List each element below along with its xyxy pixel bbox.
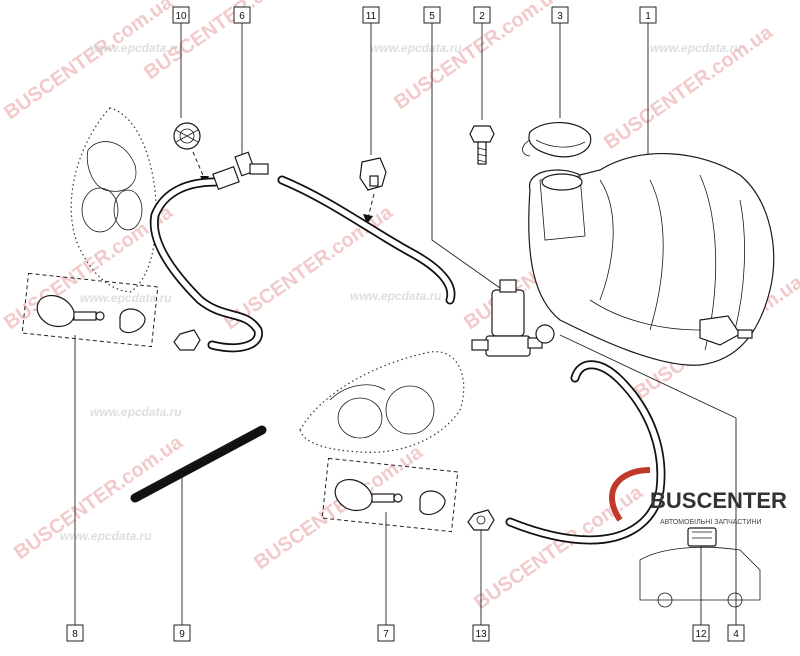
cap-part-3[interactable] xyxy=(522,121,592,158)
hose-part-6[interactable] xyxy=(149,151,269,353)
callout-12[interactable]: 12 xyxy=(692,624,710,642)
svg-text:8: 8 xyxy=(72,629,78,640)
logo-tagline: АВТОМОБІЛЬНІ ЗАПЧАСТИНИ xyxy=(660,519,761,526)
logo-name: BUSCENTER xyxy=(650,488,787,513)
svg-text:3: 3 xyxy=(557,11,563,22)
right-hose[interactable] xyxy=(505,360,666,545)
grommet-part-10[interactable] xyxy=(173,122,209,184)
svg-text:7: 7 xyxy=(383,629,389,640)
watermark-buscenter: BUSCENTER.com.ua xyxy=(10,431,187,564)
van-icon xyxy=(639,546,761,601)
bolt-part-2[interactable] xyxy=(469,125,495,165)
watermark-epcdata: www.epcdata.ru xyxy=(370,41,462,55)
nozzle-assembly-part-7[interactable] xyxy=(321,457,459,533)
reservoir-part-1[interactable] xyxy=(528,152,775,366)
wheel-icon xyxy=(727,592,743,608)
pump-grommet xyxy=(535,324,555,344)
svg-text:12: 12 xyxy=(695,629,707,640)
svg-text:13: 13 xyxy=(475,629,487,640)
nut-part-13[interactable] xyxy=(467,509,495,531)
buscenter-logo: BUSCENTER АВТОМОБІЛЬНІ ЗАПЧАСТИНИ xyxy=(608,467,787,608)
svg-text:11: 11 xyxy=(366,11,377,22)
wheel-icon xyxy=(657,592,673,608)
svg-text:1: 1 xyxy=(645,11,651,22)
svg-text:6: 6 xyxy=(239,11,245,22)
svg-text:9: 9 xyxy=(179,629,185,640)
svg-text:2: 2 xyxy=(479,11,485,22)
center-hose[interactable] xyxy=(277,175,456,305)
svg-text:10: 10 xyxy=(175,11,187,22)
watermark-buscenter: BUSCENTER.com.ua xyxy=(250,441,427,574)
callout-7[interactable]: 7 xyxy=(377,624,395,642)
callout-3[interactable]: 3 xyxy=(551,6,569,24)
leader-lines xyxy=(74,23,737,625)
watermark-epcdata: www.epcdata.ru xyxy=(60,529,152,543)
callout-9[interactable]: 9 xyxy=(173,624,191,642)
logo-swoosh-icon xyxy=(608,467,651,522)
callout-6[interactable]: 6 xyxy=(233,6,251,24)
nozzle-assembly-part-8[interactable] xyxy=(21,272,201,351)
watermark-epcdata: www.epcdata.ru xyxy=(80,291,172,305)
callout-11[interactable]: 11 xyxy=(362,6,380,24)
left-headlamp-outline xyxy=(70,107,157,293)
watermark-epcdata: www.epcdata.ru xyxy=(90,41,182,55)
callout-13[interactable]: 13 xyxy=(472,624,490,642)
connector-part-12[interactable] xyxy=(687,527,717,547)
callout-2[interactable]: 2 xyxy=(473,6,491,24)
watermark-epcdata: www.epcdata.ru xyxy=(650,41,742,55)
callout-8[interactable]: 8 xyxy=(66,624,84,642)
arrow-icon xyxy=(363,214,373,224)
callout-5[interactable]: 5 xyxy=(423,6,441,24)
callout-1[interactable]: 1 xyxy=(639,6,657,24)
straight-hose-part-9[interactable] xyxy=(130,425,267,503)
svg-text:4: 4 xyxy=(733,629,739,640)
callout-10[interactable]: 10 xyxy=(172,6,190,24)
watermark-epcdata: www.epcdata.ru xyxy=(90,405,182,419)
svg-text:5: 5 xyxy=(429,11,435,22)
watermark-epcdata: www.epcdata.ru xyxy=(350,289,442,303)
watermark-buscenter: BUSCENTER.com.ua xyxy=(470,481,647,614)
clip-part-11[interactable] xyxy=(359,157,387,224)
pump-part-5[interactable] xyxy=(471,279,555,357)
watermark-buscenter: BUSCENTER.com.ua xyxy=(220,201,397,334)
callout-4[interactable]: 4 xyxy=(727,624,745,642)
right-headlamp-outline xyxy=(299,351,465,453)
